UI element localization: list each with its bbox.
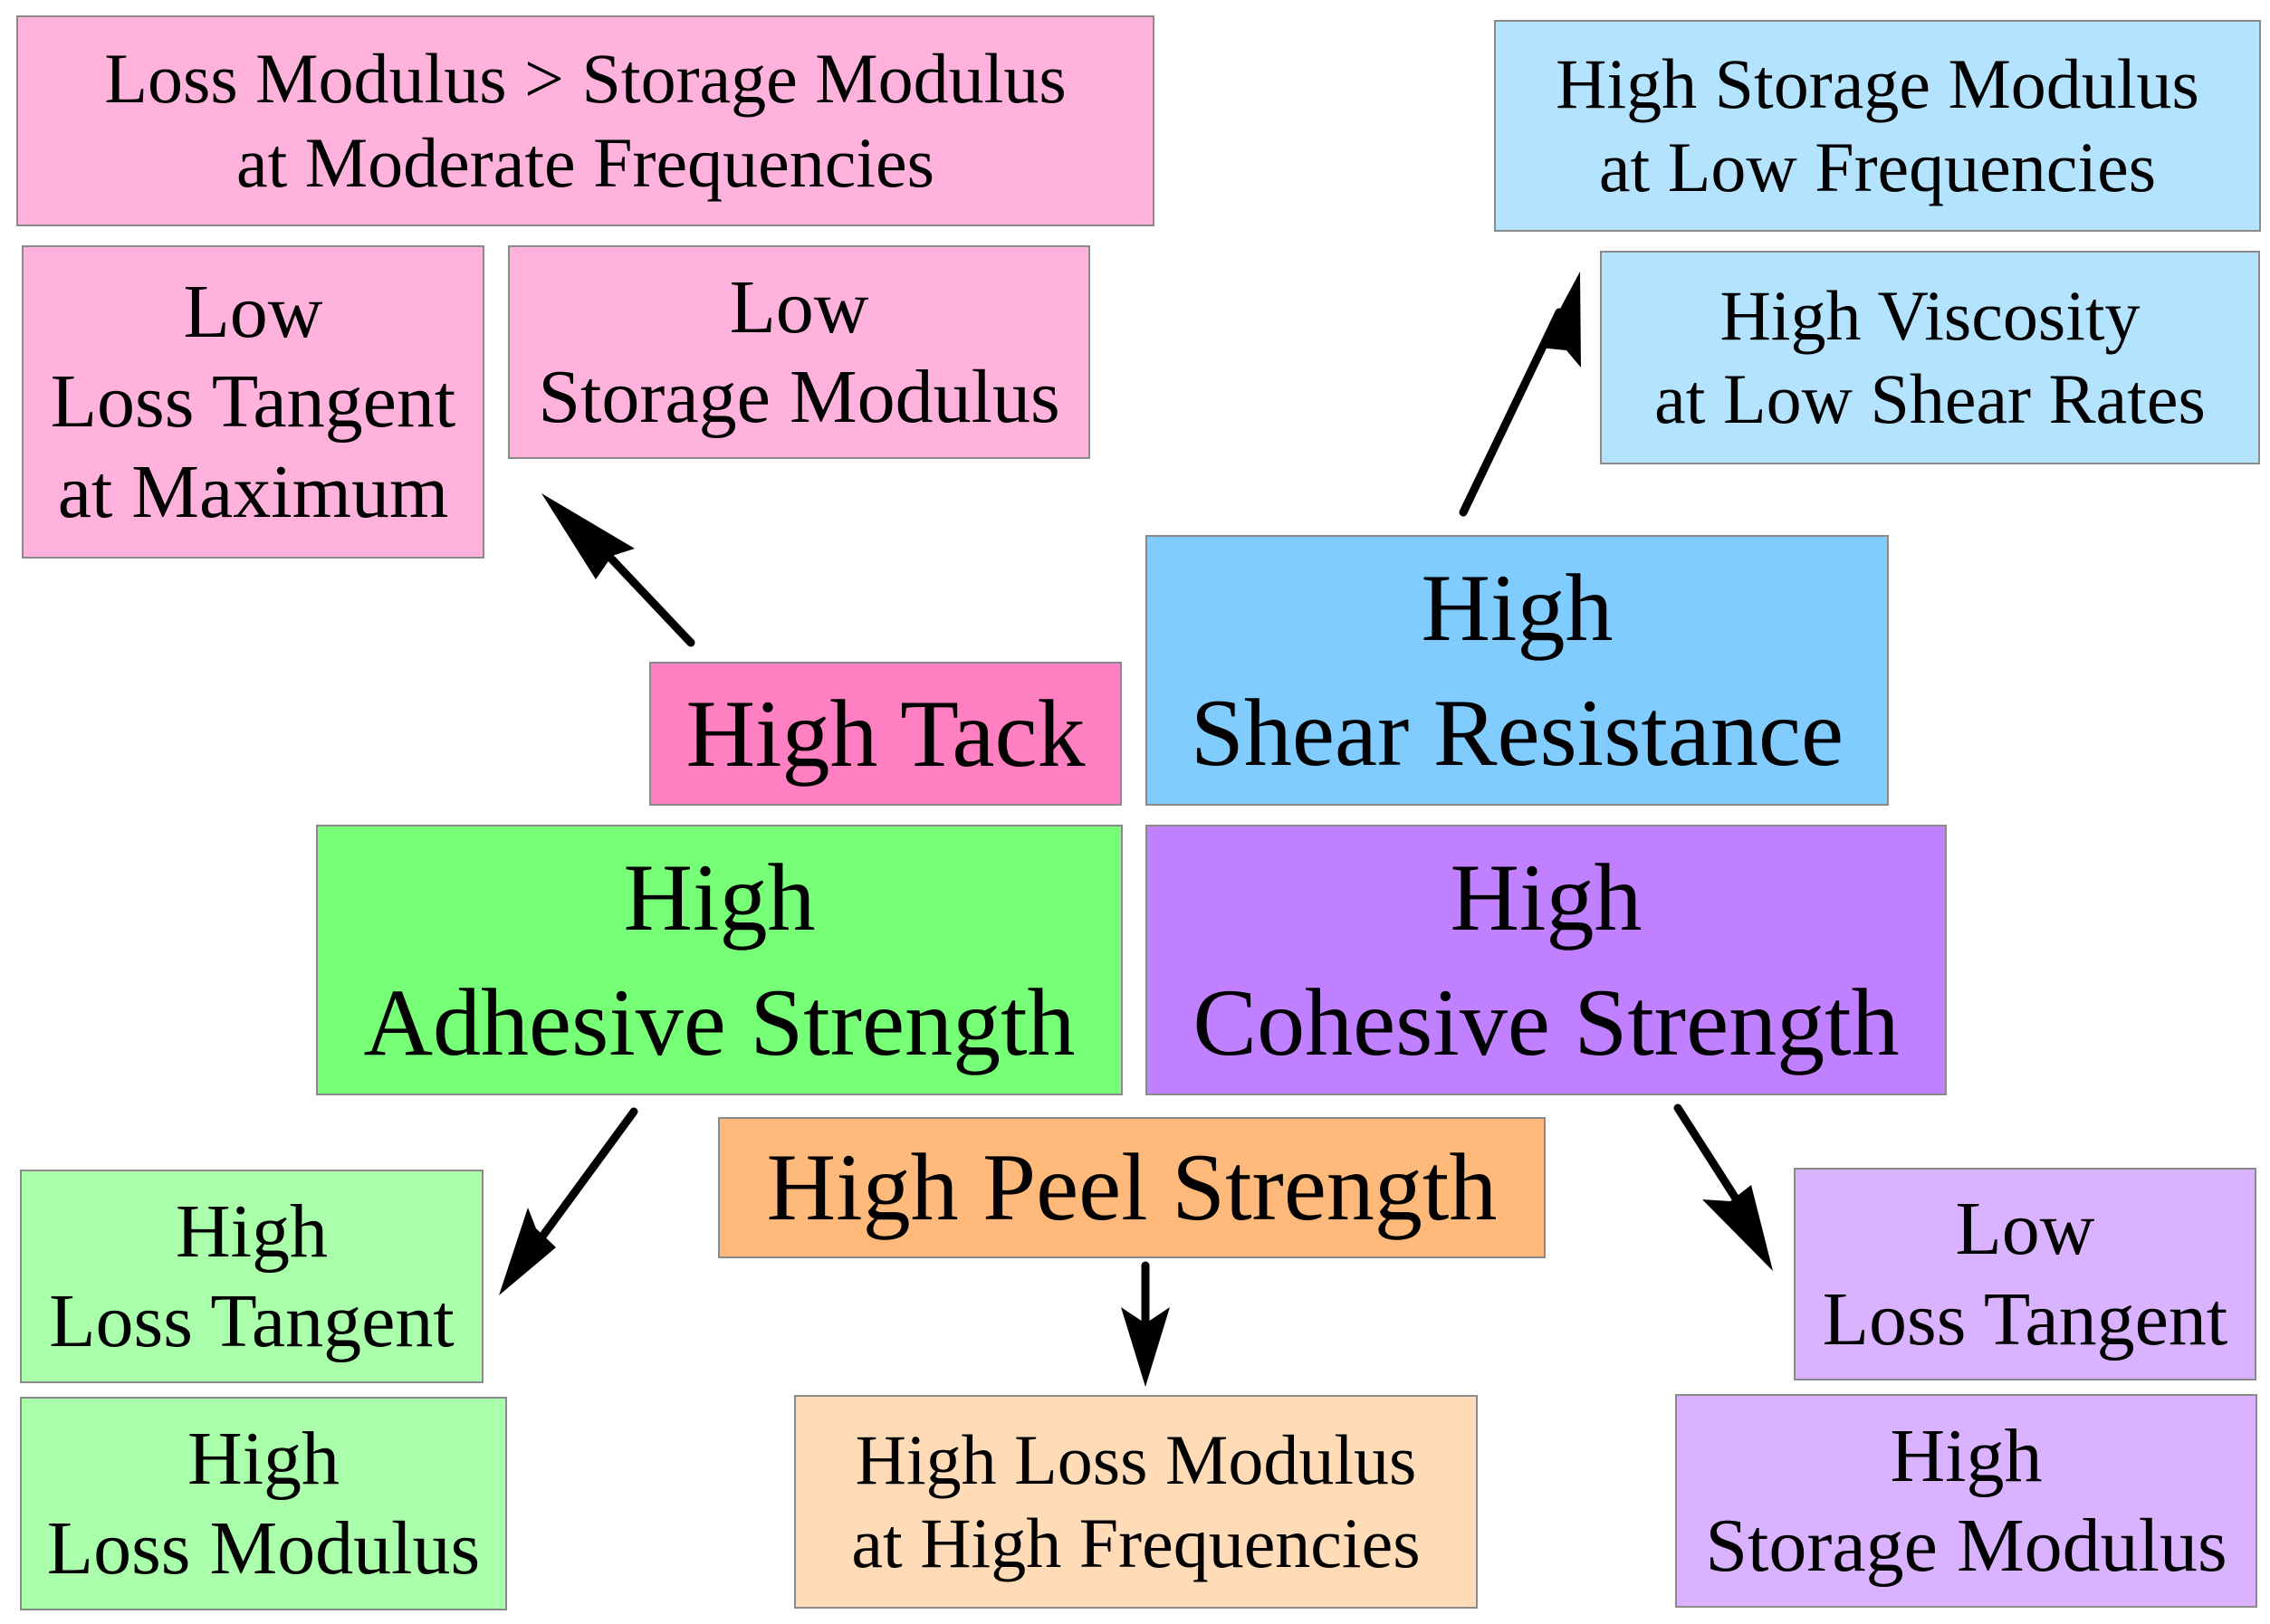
box-text-line: High	[623, 844, 816, 951]
arrow-adhesive-to-green	[525, 1107, 638, 1258]
arrow-head	[1539, 272, 1581, 368]
high-adhesive-strength-box: High Adhesive Strength	[316, 825, 1123, 1095]
box-text-line: High	[1421, 554, 1614, 661]
high-cohesive-strength-box: High Cohesive Strength	[1145, 825, 1947, 1095]
box-text-line: Loss Modulus	[46, 1506, 481, 1591]
box-text-line: High	[1450, 844, 1643, 951]
box-text-line: Cohesive Strength	[1192, 969, 1900, 1075]
box-text-line: Loss Tangent	[50, 359, 456, 444]
box-text-line: Low	[729, 264, 869, 349]
low-loss-tangent-cohesive-box: Low Loss Tangent	[1794, 1168, 2256, 1380]
high-tack-box: High Tack	[649, 662, 1122, 806]
box-text-line: Shear Resistance	[1190, 679, 1844, 786]
box-text-line: High Loss Modulus	[855, 1419, 1417, 1499]
high-loss-tangent-box: High Loss Tangent	[20, 1170, 484, 1383]
high-loss-modulus-box: High Loss Modulus	[20, 1397, 507, 1610]
arrow-head	[499, 1208, 556, 1295]
box-text-line: High	[187, 1416, 340, 1501]
box-text-line: Low	[1955, 1187, 2095, 1272]
high-peel-strength-box: High Peel Strength	[718, 1117, 1546, 1258]
box-text-line: Adhesive Strength	[363, 969, 1076, 1075]
box-text-line: at Low Frequencies	[1598, 128, 2157, 206]
box-text-line: at Moderate Frequencies	[235, 122, 934, 202]
box-text-line: at High Frequencies	[851, 1504, 1421, 1582]
high-storage-modulus-box: High Storage Modulus	[1675, 1394, 2257, 1608]
box-text-line: at Low Shear Rates	[1654, 359, 2206, 438]
box-text-line: Loss Tangent	[49, 1279, 455, 1363]
box-text-line: High Peel Strength	[766, 1134, 1498, 1241]
box-text-line: Loss Tangent	[1822, 1276, 2228, 1361]
box-text-line: Low	[183, 270, 323, 355]
arrow-head	[1702, 1185, 1773, 1271]
box-text-line: Storage Modulus	[538, 355, 1060, 439]
high-storage-low-freq-box: High Storage Modulus at Low Frequencies	[1494, 20, 2261, 232]
high-loss-modulus-high-freq-box: High Loss Modulus at High Frequencies	[794, 1395, 1478, 1609]
low-loss-tangent-box: Low Loss Tangent at Maximum	[22, 245, 484, 559]
arrow-head	[1121, 1307, 1170, 1387]
box-text-line: High Viscosity	[1719, 275, 2141, 355]
box-text-line: High Tack	[685, 680, 1086, 787]
arrow-head	[541, 493, 635, 579]
box-text-line: Storage Modulus	[1705, 1504, 2227, 1588]
box-text-line: High	[176, 1189, 328, 1274]
box-text-line: High Storage Modulus	[1556, 43, 2199, 123]
high-shear-resistance-box: High Shear Resistance	[1145, 535, 1889, 806]
high-viscosity-box: High Viscosity at Low Shear Rates	[1600, 251, 2260, 464]
loss-gt-storage-box: Loss Modulus > Storage Modulus at Modera…	[16, 15, 1154, 226]
box-text-line: High	[1890, 1413, 2043, 1498]
box-text-line: Loss Modulus > Storage Modulus	[104, 39, 1067, 119]
low-storage-modulus-box: Low Storage Modulus	[508, 245, 1090, 459]
box-text-line: at Maximum	[57, 449, 449, 534]
